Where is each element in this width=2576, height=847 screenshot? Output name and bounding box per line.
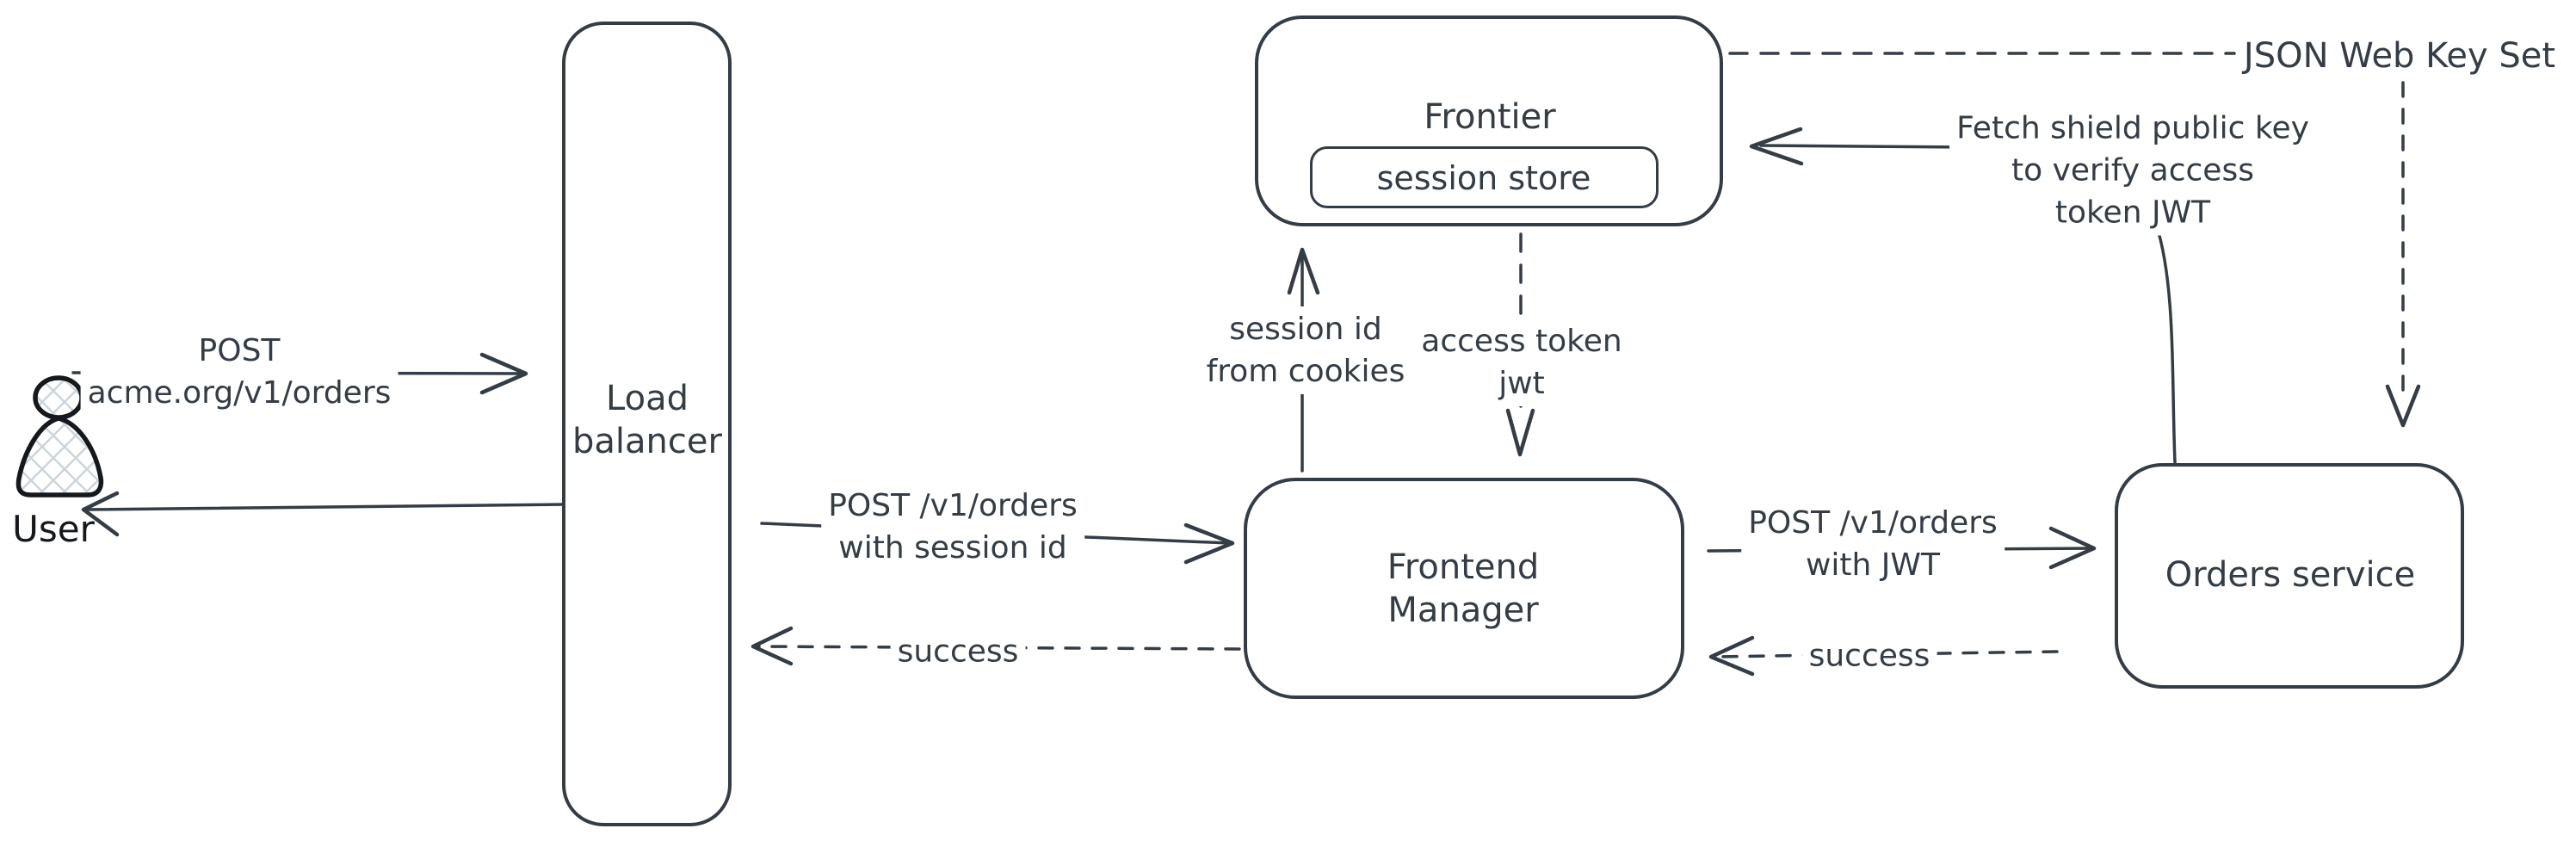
session-store-label: session store — [1376, 159, 1591, 197]
node-load-balancer — [562, 22, 732, 826]
edge-label-post-jwt: POST /v1/orders with JWT — [1741, 500, 2005, 588]
orders-service-label: Orders service — [2165, 555, 2416, 595]
arrow-lb-to-user — [81, 491, 565, 537]
edge-label-session-id-cookies: session id from cookies — [1199, 306, 1412, 394]
arrow-access-token-frontier-to-fm — [1505, 232, 1535, 457]
edge-label-success-right: success — [1801, 633, 1937, 679]
user-body — [15, 416, 104, 498]
edge-label-success-left: success — [890, 628, 1026, 675]
jwks-label: JSON Web Key Set — [2243, 34, 2556, 77]
user-icon — [15, 375, 104, 498]
load-balancer-label: Load balancer — [572, 379, 722, 461]
user-label: User — [12, 508, 95, 550]
node-frontend-manager — [1244, 478, 1684, 699]
node-orders-service — [2115, 463, 2464, 689]
frontier-label: Frontier — [1424, 97, 1556, 137]
edge-label-access-token-jwt: access token jwt — [1414, 318, 1629, 406]
frontend-manager-label: Frontend Manager — [1387, 547, 1540, 630]
arrow-jwks-to-orders-service — [2385, 81, 2421, 428]
edge-label-fetch-shield-key: Fetch shield public key to verify access… — [1949, 105, 2316, 236]
edge-label-post-session-id: POST /v1/orders with session id — [821, 483, 1084, 571]
edge-label-post-acme-orders: POST acme.org/v1/orders — [80, 328, 398, 416]
node-session-store — [1310, 146, 1659, 208]
user-head — [33, 375, 84, 420]
